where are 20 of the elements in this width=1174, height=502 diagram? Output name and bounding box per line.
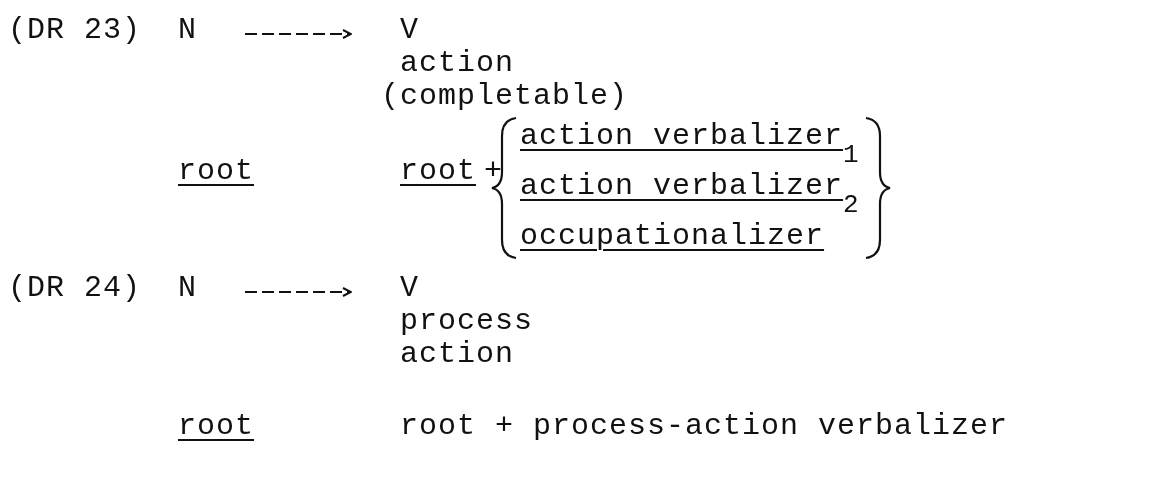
- feature-text: action: [399, 338, 516, 371]
- derivation-text: root + process-action verbalizer: [400, 410, 1009, 443]
- suffix-text: action verbalizer$_{1}$: [520, 120, 860, 172]
- category-symbol: N: [178, 14, 197, 47]
- rule-number: (DR 24): [8, 272, 142, 305]
- root-text: root: [178, 410, 254, 443]
- dashed-arrow: [244, 287, 352, 297]
- suffix-text: action verbalizer$_{2}$: [520, 170, 860, 222]
- category-symbol: V: [399, 272, 420, 305]
- dashed-arrow: [244, 29, 352, 39]
- suffix-text: occupationalizer: [520, 220, 825, 253]
- plus-sign: +: [484, 155, 503, 188]
- category-symbol: N: [178, 272, 197, 305]
- feature-text: process: [399, 305, 534, 338]
- feature-text: (completable): [381, 80, 629, 113]
- root-text: root: [178, 155, 254, 188]
- feature-text: action: [399, 47, 516, 80]
- category-symbol: V: [399, 14, 420, 47]
- rule-number: (DR 23): [8, 14, 142, 47]
- root-text: root: [400, 155, 476, 188]
